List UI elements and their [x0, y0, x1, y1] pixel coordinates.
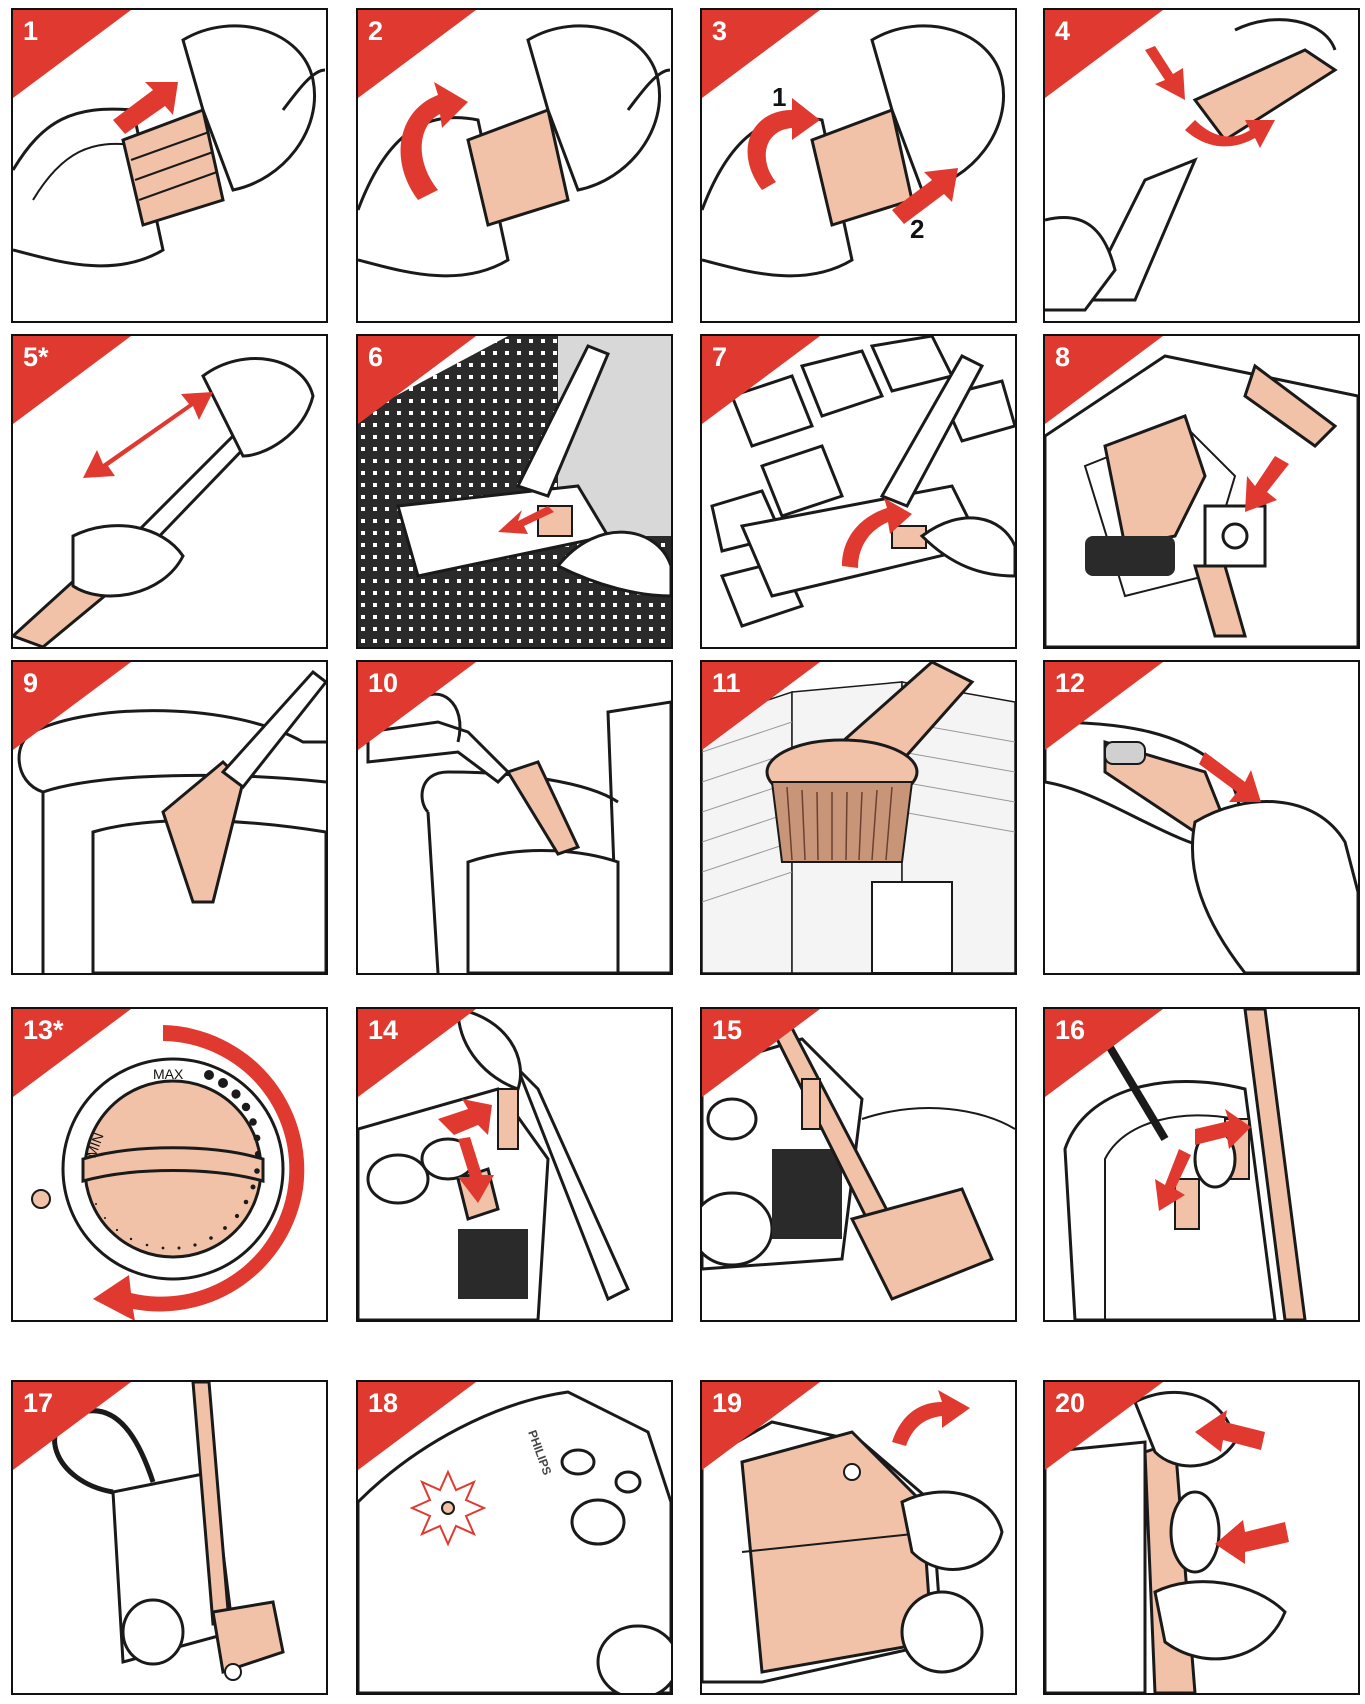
illustration-dustbag-indicator: PHILIPS: [358, 1390, 671, 1693]
illustration-dusting-brush: [702, 662, 1015, 973]
step-badge: [702, 10, 820, 98]
step-badge: [1045, 1009, 1163, 1097]
step-badge: [702, 1382, 820, 1470]
illustration-carpet-mode: [358, 336, 671, 647]
illustration-airflow-slide: [1045, 720, 1358, 973]
step-panel-1: 1: [11, 8, 328, 323]
step-badge: [13, 1382, 131, 1470]
illustration-hose-connect: [13, 24, 326, 268]
step-panel-7: 7: [700, 334, 1017, 649]
step-badge: [702, 662, 820, 750]
step-number: 20: [1055, 1388, 1086, 1418]
illustration-power-dial: MAX MIN: [31, 1025, 305, 1320]
sub-label-2: 2: [910, 214, 925, 244]
step-badge: [1045, 1382, 1163, 1470]
illustration-parking-slot: [358, 1009, 630, 1320]
step-badge: [13, 662, 131, 750]
illustration-parked-tube: [702, 1009, 1015, 1301]
step-panel-5: 5*: [11, 334, 328, 649]
step-badge: [13, 10, 131, 98]
step-panel-17: 17: [11, 1380, 328, 1695]
step-number: 6: [368, 342, 384, 372]
step-number: 1: [23, 16, 39, 46]
illustration-storage-clip: [1063, 1009, 1307, 1320]
step-number: 19: [712, 1388, 743, 1418]
step-panel-18: PHILIPS 18: [356, 1380, 673, 1695]
illustration-hard-floor-mode: [710, 336, 1015, 628]
step-badge: [702, 336, 820, 424]
step-panel-10: 10: [356, 660, 673, 975]
step-number: 15: [712, 1015, 743, 1045]
step-panel-12: 12: [1043, 660, 1360, 975]
step-badge: [358, 1009, 476, 1097]
step-panel-15: 15: [700, 1007, 1017, 1322]
step-panel-6: 6: [356, 334, 673, 649]
step-number: 8: [1055, 342, 1071, 372]
step-badge: [358, 1382, 476, 1470]
step-badge: [13, 336, 131, 424]
illustration-hose-rotate: [358, 24, 671, 278]
step-number: 4: [1055, 16, 1071, 46]
step-panel-4: 4: [1043, 8, 1360, 323]
step-badge: [1045, 662, 1163, 750]
step-badge: [702, 1009, 820, 1097]
step-number: 17: [23, 1388, 54, 1418]
step-panel-11: 11: [700, 660, 1017, 975]
step-number: 18: [368, 1388, 399, 1418]
step-number: 11: [712, 668, 741, 698]
step-badge: [358, 662, 476, 750]
step-panel-8: 8: [1043, 334, 1360, 649]
step-panel-13: MAX MIN 13*: [11, 1007, 328, 1322]
step-badge: [1045, 10, 1163, 98]
dial-max-label: MAX: [153, 1066, 184, 1082]
step-panel-19: 19: [700, 1380, 1017, 1695]
step-badge: [1045, 336, 1163, 424]
illustration-dustbag-remove: [1045, 1390, 1289, 1693]
illustration-hose-detach: [702, 24, 1005, 278]
step-badge: [13, 1009, 131, 1097]
step-number: 9: [23, 668, 39, 698]
step-number: 10: [368, 668, 399, 698]
step-panel-16: 16: [1043, 1007, 1360, 1322]
step-panel-9: 9: [11, 660, 328, 975]
step-number: 7: [712, 342, 728, 372]
step-number: 13*: [23, 1015, 64, 1045]
illustration-crevice-sofa: [17, 669, 326, 973]
illustration-telescopic-tube: [13, 357, 315, 647]
step-panel-20: 20: [1043, 1380, 1360, 1695]
step-panel-14: 14: [356, 1007, 673, 1322]
step-panel-3: 1 2 3: [700, 8, 1017, 323]
step-number: 14: [368, 1015, 399, 1045]
illustration-open-cover: [702, 1390, 1004, 1684]
illustration-crevice-hose: [366, 692, 671, 973]
step-number: 5*: [23, 342, 49, 372]
illustration-upright-storage: [52, 1382, 285, 1681]
step-number: 12: [1055, 668, 1086, 698]
step-badge: [358, 336, 476, 424]
step-number: 3: [712, 16, 728, 46]
step-panel-2: 2: [356, 8, 673, 323]
sub-label-1: 1: [772, 82, 787, 112]
illustration-tube-attach: [1045, 18, 1338, 312]
illustration-accessory-storage: [1045, 354, 1358, 647]
step-number: 2: [368, 16, 384, 46]
step-badge: [358, 10, 476, 98]
step-number: 16: [1055, 1015, 1086, 1045]
